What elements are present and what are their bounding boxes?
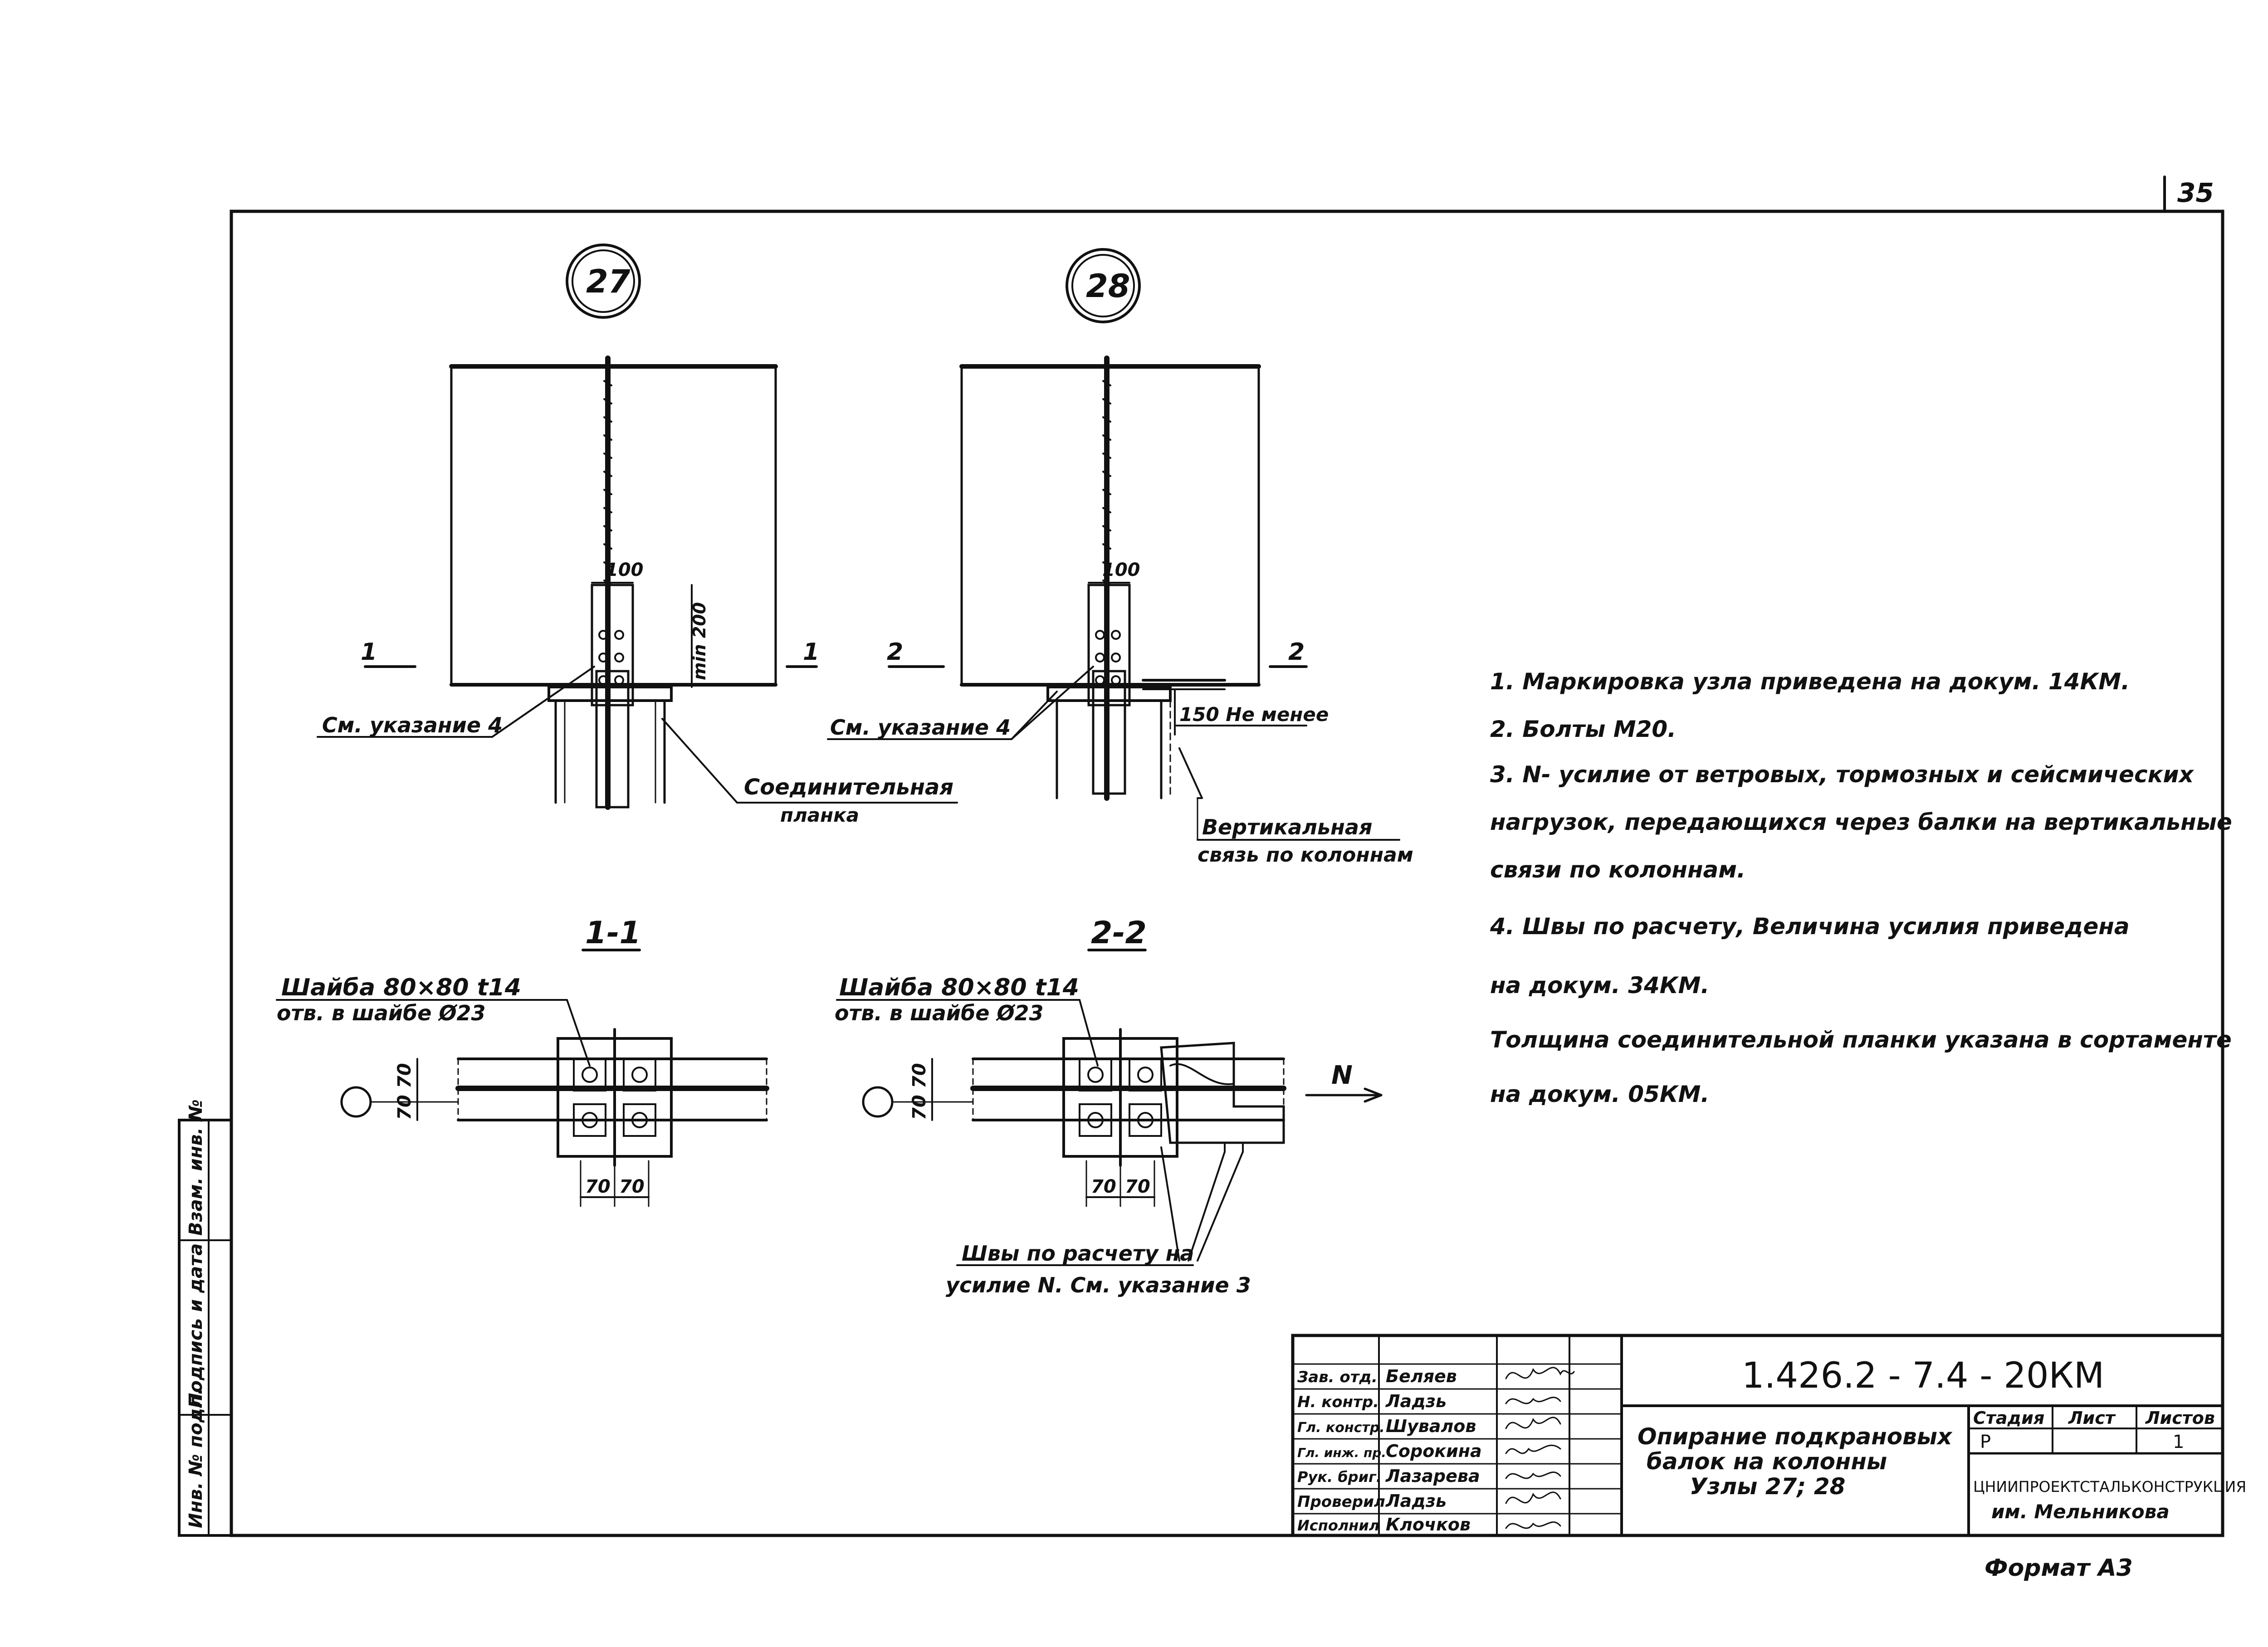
section-2-2-dim-a: 70 [909,1063,930,1088]
stamp-stage: Р [1980,1432,1991,1452]
stamp-name-0: Беляев [1386,1366,1457,1386]
section-2-2-weld-note2: усилие N. См. указание 3 [946,1273,1251,1297]
stamp-name-6: Клочков [1386,1515,1471,1535]
node-27-elevation: 27 [317,244,958,826]
section-1-1-washer-hole: отв. в шайбе Ø23 [277,1001,486,1025]
node-27-callout-plate2: планка [780,804,859,826]
stamp-title-line-2: балок на колонны [1647,1448,1887,1475]
general-notes: 1. Маркировка узла приведена на докум. 1… [1490,668,2232,1107]
section-2-2-title: 2-2 [1091,915,1147,951]
stamp-role-3: Гл. инж. пр. [1297,1445,1386,1460]
note-line-6: 4. Швы по расчету, Величина усилия приве… [1490,913,2130,940]
section-2-2: 2-2 Шайба 80 [835,915,1383,1297]
side-stamp-replace: Взам. инв. № [186,1099,206,1236]
side-stamp-sign: Подпись и дата [186,1243,206,1408]
note-line-4: нагрузок, передающихся через балки на ве… [1490,809,2232,835]
section-1-1-dim-d: 70 [619,1176,645,1197]
node-27-dim-100: 100 [606,560,644,580]
stamp-org2: им. Мельникова [1991,1501,2170,1523]
stamp-role-0: Зав. отд. [1297,1368,1378,1386]
section-1-1: 1-1 Шайба 80×80 t14 [276,915,769,1207]
side-stamp: Инв. № подл. Подпись и дата Взам. инв. № [178,1099,233,1537]
node-28-marker-outer [1066,248,1141,323]
stamp-name-2: Шувалов [1386,1416,1476,1436]
node-28-callout-ref: См. указание 4 [830,715,1011,740]
section-1-1-dim-c: 70 [585,1176,611,1197]
node-28-elevation: 28 100 [827,248,1413,867]
section-2-2-force: N [1331,1061,1353,1090]
node-28-callout-min: 150 Не менее [1179,703,1329,726]
note-line-5: связи по колоннам. [1490,857,1745,883]
stamp-code: 1.426.2 - 7.4 - 20КМ [1742,1355,2104,1396]
stamp-role-2: Гл. констр. [1297,1420,1385,1436]
drawing-frame [230,210,2224,1537]
node-28-cut-left: 2 [887,638,903,666]
node-28-marker-inner [1071,254,1135,317]
page-number: 35 [2177,177,2214,208]
section-1-1-washer: Шайба 80×80 t14 [281,974,521,1001]
format-label: Формат А3 [1984,1554,2133,1582]
stamp-name-5: Ладзь [1385,1491,1447,1511]
section-1-1-axis-marker [340,1086,372,1118]
node-27-callout-ref: См. указание 4 [322,713,503,737]
node-27-marker-outer [566,244,641,319]
node-27-callout-plate: Соединительная [744,775,953,800]
stamp-name-3: Сорокина [1386,1441,1482,1461]
stamp-sheet-header: Лист [2068,1408,2116,1428]
stamp-sheets: 1 [2173,1432,2184,1452]
stamp-role-4: Рук. бриг. [1297,1468,1382,1486]
section-2-2-dim-d: 70 [1125,1176,1150,1197]
section-2-2-weld-note: Швы по расчету на [962,1241,1194,1266]
node-28-cut-right: 2 [1288,638,1305,666]
stamp-role-6: Исполнил [1297,1517,1379,1534]
node-27-number: 27 [586,263,631,300]
node-28-number: 28 [1086,268,1130,305]
section-1-1-title: 1-1 [585,915,641,951]
stamp-org: ЦНИИПРОЕКТСТАЛЬКОНСТРУКЦИЯ [1973,1478,2246,1496]
node-27-dim-min200: min 200 [689,602,709,680]
node-28-callout-brace2: связь по колоннам [1198,843,1413,867]
stamp-title-line-3: Узлы 27; 28 [1690,1473,1845,1500]
note-line-2: 2. Болты М20. [1490,716,1676,742]
section-1-1-dim-a: 70 [394,1063,415,1088]
note-line-7: на докум. 34КМ. [1490,972,1709,999]
stamp-title-line-1: Опирание подкрановых [1637,1423,1953,1450]
stamp-role-1: Н. контр. [1297,1393,1379,1411]
section-2-2-dim-b: 70 [909,1095,930,1120]
node-27-cut-right: 1 [803,638,819,666]
node-28-callout-brace: Вертикальная [1202,815,1372,839]
stamp-signatures [1505,1367,1575,1529]
stamp-stage-header: Стадия [1973,1408,2044,1428]
title-block: Зав. отд. Беляев Н. контр. Ладзь Гл. кон… [1291,1334,2246,1537]
section-1-1-dim-b: 70 [394,1095,415,1120]
section-2-2-dim-c: 70 [1091,1176,1116,1197]
side-stamp-inv: Инв. № подл. [186,1388,206,1528]
node-27-marker-inner [572,249,635,313]
node-27-cut-left: 1 [361,638,377,666]
note-line-3: 3. N- усилие от ветровых, тормозных и се… [1490,761,2195,788]
note-line-8: Толщина соединительной планки указана в … [1490,1027,2232,1053]
stamp-name-4: Лазарева [1385,1466,1480,1486]
stamp-name-1: Ладзь [1385,1391,1447,1411]
note-line-1: 1. Маркировка узла приведена на докум. 1… [1490,668,2130,695]
section-2-2-washer-hole: отв. в шайбе Ø23 [835,1001,1044,1025]
stamp-role-5: Проверил [1297,1493,1385,1511]
section-2-2-washer: Шайба 80×80 t14 [839,974,1079,1001]
node-28-dim-100: 100 [1102,560,1140,580]
stamp-sheets-header: Листов [2145,1408,2215,1428]
section-2-2-axis-marker [862,1086,894,1118]
note-line-9: на докум. 05КМ. [1490,1081,1709,1107]
